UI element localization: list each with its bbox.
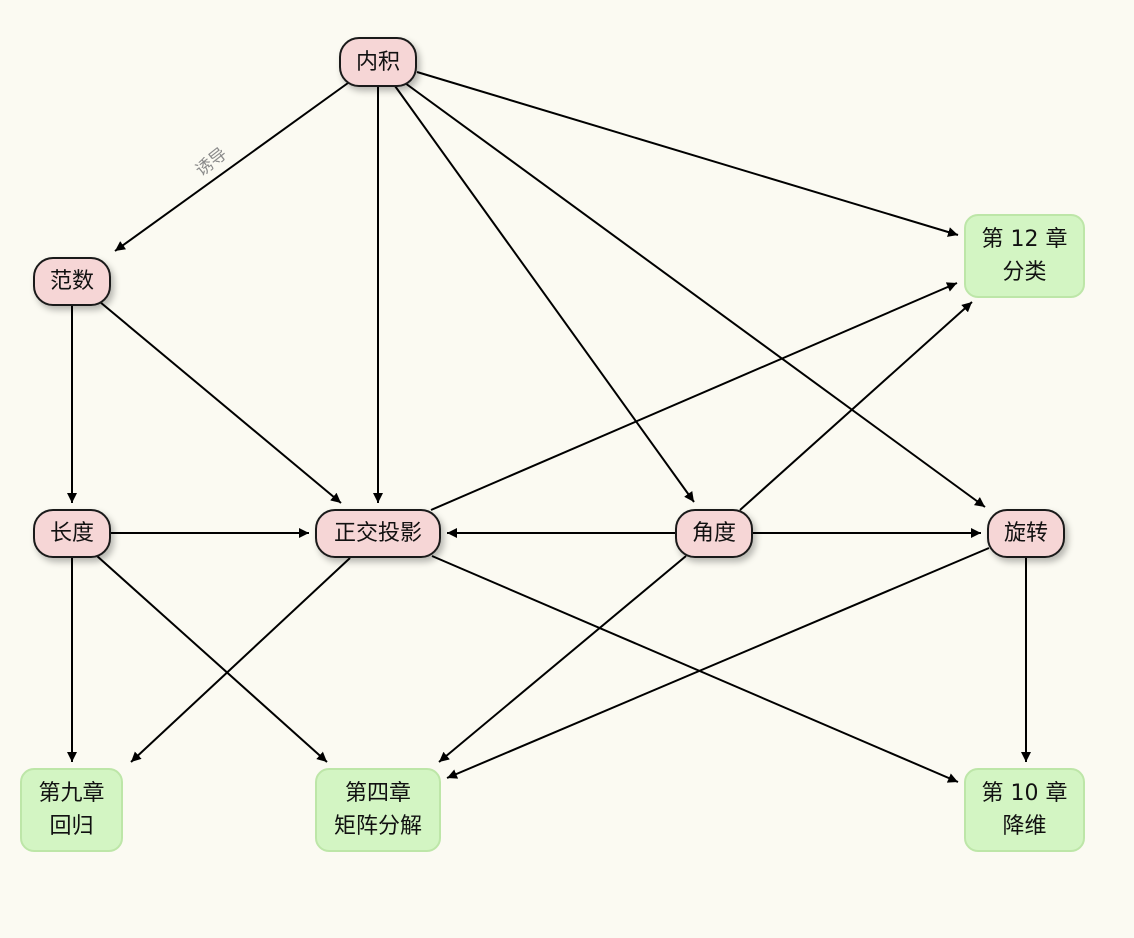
edge-inner_product-to-norm	[114, 82, 349, 252]
node-line: 正交投影	[333, 521, 422, 546]
node-line: 矩阵分解	[333, 814, 422, 839]
node-chapter-10: 第 10 章 降维	[964, 768, 1085, 852]
edge-norm-to-orthogonal_projection	[99, 301, 342, 504]
node-line: 长度	[49, 521, 94, 546]
node-norm: 范数	[33, 257, 111, 306]
edge-angle-to-ch4	[438, 555, 687, 763]
node-line: 分类	[1002, 260, 1047, 285]
node-line: 回归	[49, 814, 94, 839]
edge-length-to-ch4	[96, 555, 328, 763]
node-angle: 角度	[675, 509, 753, 558]
node-chapter-4: 第四章 矩阵分解	[315, 768, 441, 852]
edge-rotation-to-ch4	[446, 547, 990, 779]
node-line: 内积	[355, 49, 400, 75]
edge-orthogonal_projection-to-ch9	[130, 557, 351, 763]
node-length: 长度	[33, 509, 111, 558]
node-inner-product: 内积	[339, 37, 417, 87]
node-line: 角度	[691, 521, 736, 546]
node-line: 第 10 章	[981, 781, 1068, 806]
node-line: 第四章	[344, 781, 411, 806]
node-line: 第九章	[38, 781, 105, 806]
edge-inner_product-to-angle	[394, 85, 695, 503]
node-line: 范数	[49, 269, 94, 294]
node-line: 降维	[1002, 814, 1047, 839]
edge-orthogonal_projection-to-ch10	[431, 555, 959, 783]
edge-inner_product-to-rotation	[404, 82, 986, 508]
node-orthogonal-projection: 正交投影	[315, 509, 441, 558]
node-rotation: 旋转	[987, 509, 1065, 558]
node-line: 第 12 章	[981, 227, 1068, 252]
edge-angle-to-ch12	[739, 301, 973, 511]
node-chapter-9: 第九章 回归	[20, 768, 123, 852]
edge-inner_product-to-ch12	[416, 71, 959, 237]
node-chapter-12: 第 12 章 分类	[964, 214, 1085, 298]
edge-orthogonal_projection-to-ch12	[430, 282, 958, 511]
node-line: 旋转	[1003, 521, 1048, 546]
